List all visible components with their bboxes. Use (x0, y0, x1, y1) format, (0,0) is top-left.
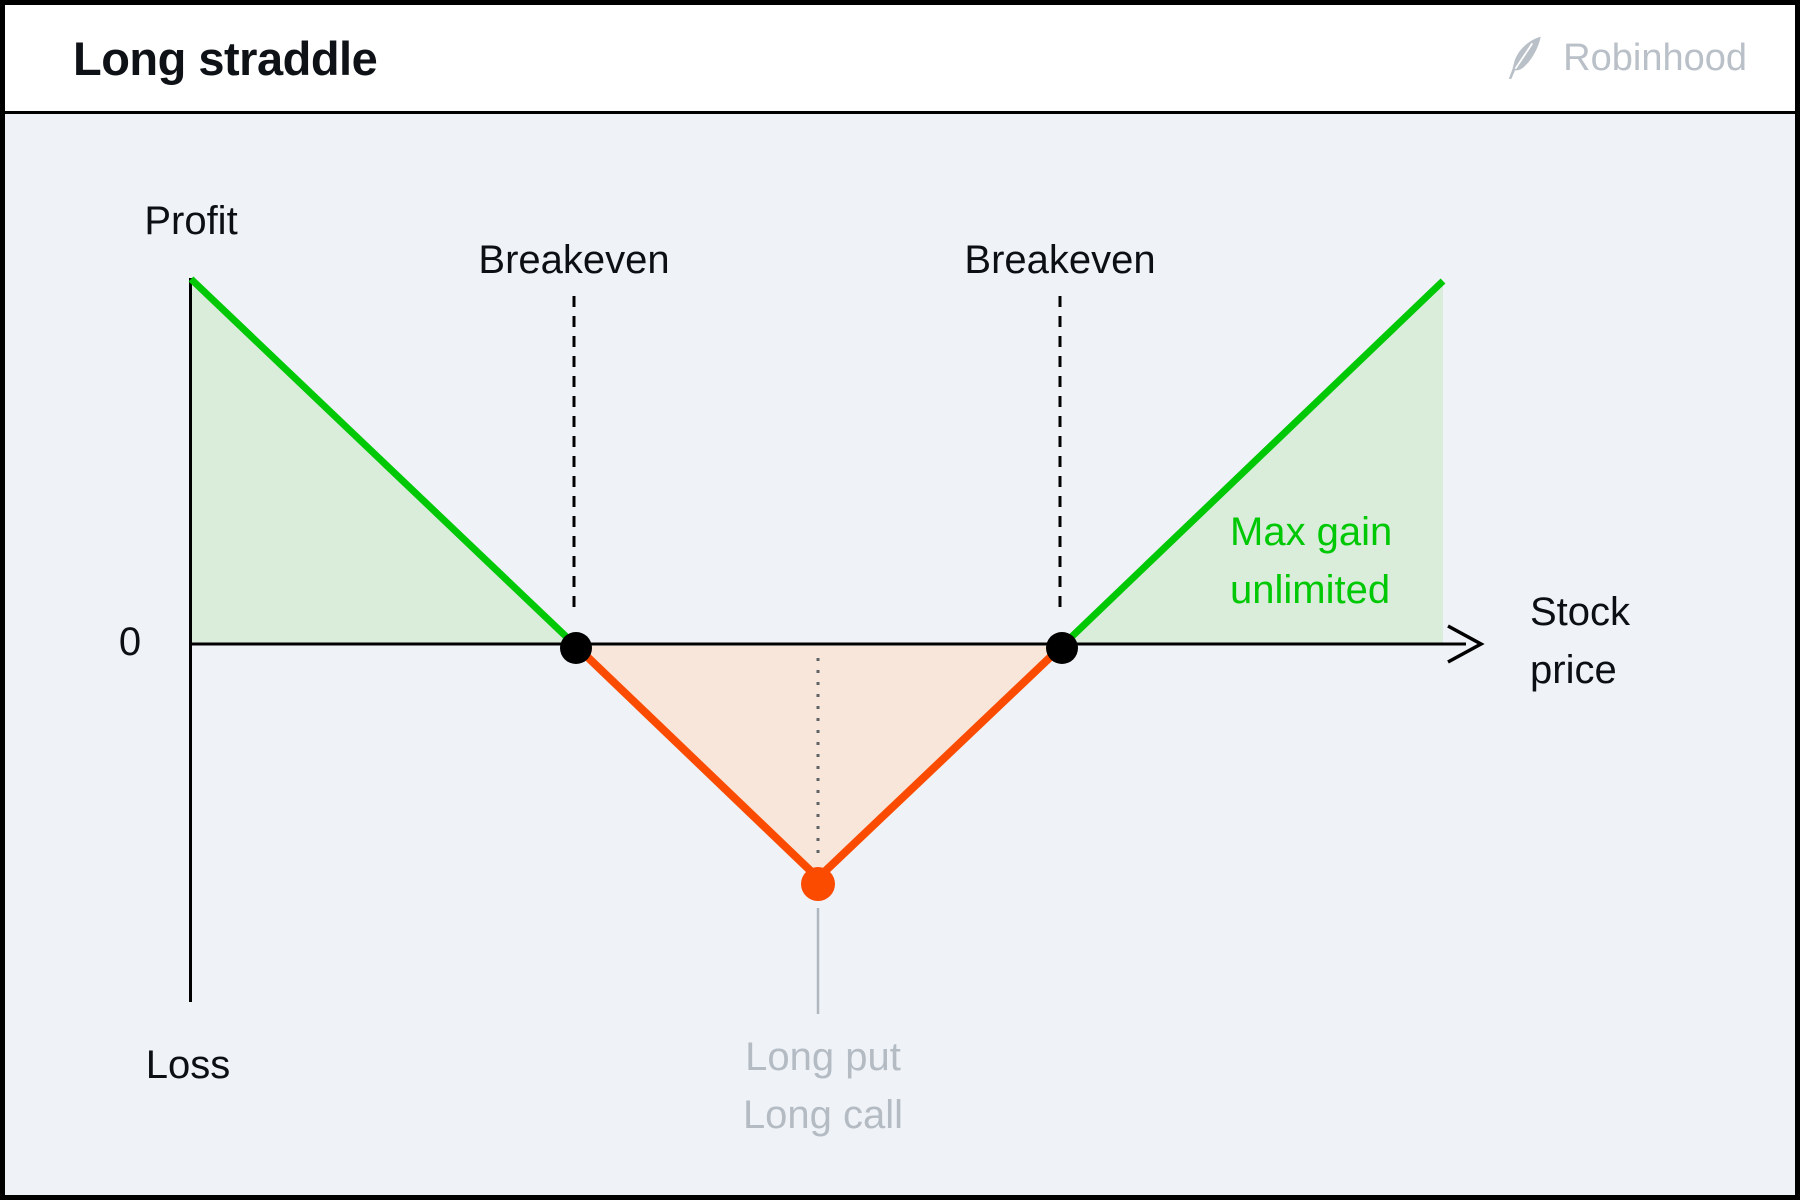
y-axis-loss-label: Loss (145, 1043, 231, 1087)
strike-leg-line1: Long put (745, 1035, 901, 1079)
page-title: Long straddle (73, 31, 378, 85)
robinhood-brand: Robinhood (1507, 35, 1747, 81)
y-axis-profit-label: Profit (144, 199, 238, 243)
brand-name: Robinhood (1563, 36, 1747, 79)
breakeven-right-dot (1046, 632, 1078, 664)
payoff-line-profit-right (1059, 278, 1446, 649)
payoff-line-profit-left (188, 276, 579, 649)
strike-leg-line2: Long call (742, 1093, 904, 1137)
x-axis-stock-price-label: Stock price (1530, 583, 1630, 699)
robinhood-feather-icon (1507, 35, 1543, 81)
breakeven-right-label: Breakeven (964, 238, 1156, 282)
strike-legs-label: Long put Long call (743, 1028, 903, 1144)
x-axis-arrow-icon (1447, 624, 1485, 664)
breakeven-left-dot (560, 632, 592, 664)
loss-area (578, 646, 1060, 878)
max-gain-line1: Max gain (1230, 510, 1393, 554)
stock-price-line2: price (1530, 648, 1617, 692)
origin-zero-label: 0 (118, 620, 142, 664)
stock-price-line1: Stock (1530, 590, 1631, 634)
breakeven-left-label: Breakeven (478, 238, 670, 282)
max-loss-dot (801, 867, 835, 901)
header: Long straddle Robinhood (5, 5, 1795, 114)
max-gain-label: Max gain unlimited (1230, 503, 1392, 619)
max-gain-line2: unlimited (1230, 568, 1391, 612)
